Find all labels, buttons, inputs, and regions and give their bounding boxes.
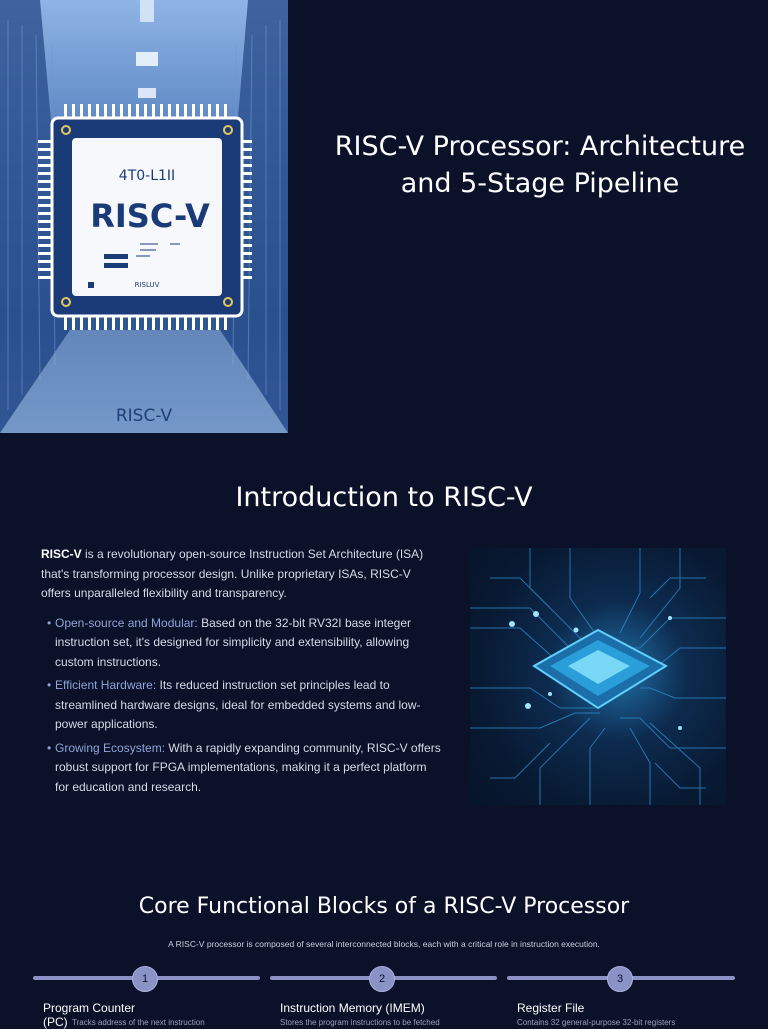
chip-code-label: 4T0-L1II [119,168,175,184]
step-number-badge: 3 [607,966,633,992]
intro-lead-bold: RISC-V [41,547,82,561]
bullet-text: Based on the 32-bit RV32I base integer i… [55,615,412,669]
circuit-illustration [470,548,726,805]
hero-illustration: 4T0-L1II RISC-V RISLUV [0,0,288,433]
list-item: Growing Ecosystem: With a rapidly expand… [41,739,441,798]
page-title: RISC-V Processor: Architecture and 5-Sta… [334,131,746,199]
intro-title: Introduction to RISC-V [235,482,533,513]
core-blocks-subtitle: A RISC-V processor is composed of severa… [168,939,600,949]
step-number-badge: 1 [132,966,158,992]
circuit-board-image [470,548,726,805]
hero-image-server-room-chip: 4T0-L1II RISC-V RISLUV RISC-V [0,0,288,433]
hero-section: 4T0-L1II RISC-V RISLUV RISC-V RISC-V Pro… [0,0,768,433]
chip-small-label: RISLUV [135,281,160,289]
step-label-instruction-memory: Instruction Memory (IMEM) [280,1001,425,1015]
intro-bullet-list: Open-source and Modular: Based on the 32… [41,614,441,798]
intro-lead-text: is a revolutionary open-source Instructi… [41,547,424,600]
list-item: Efficient Hardware: Its reduced instruct… [41,676,441,735]
step-description: Contains 32 general-purpose 32-bit regis… [517,1018,676,1027]
bullet-heading: Efficient Hardware: [55,678,157,692]
intro-body: RISC-V is a revolutionary open-source In… [41,545,441,801]
intro-lead: RISC-V is a revolutionary open-source In… [41,545,441,604]
core-blocks-title: Core Functional Blocks of a RISC-V Proce… [138,894,630,919]
list-item: Open-source and Modular: Based on the 32… [41,614,441,673]
step-label-register-file: Register File [517,1001,585,1015]
chip-name-label: RISC-V [90,197,210,235]
step-description: Stores the program instructions to be fe… [280,1018,440,1027]
bullet-heading: Open-source and Modular: [55,615,198,630]
bullet-text: With a rapidly expanding community, RISC… [55,740,441,794]
hero-image-caption: RISC-V [115,406,173,426]
step-number-badge: 2 [369,966,395,992]
step-description: Tracks address of the next instruction [72,1018,205,1027]
bullet-text: Its reduced instruction set principles l… [55,678,421,731]
bullet-heading: Growing Ecosystem: [55,740,166,755]
